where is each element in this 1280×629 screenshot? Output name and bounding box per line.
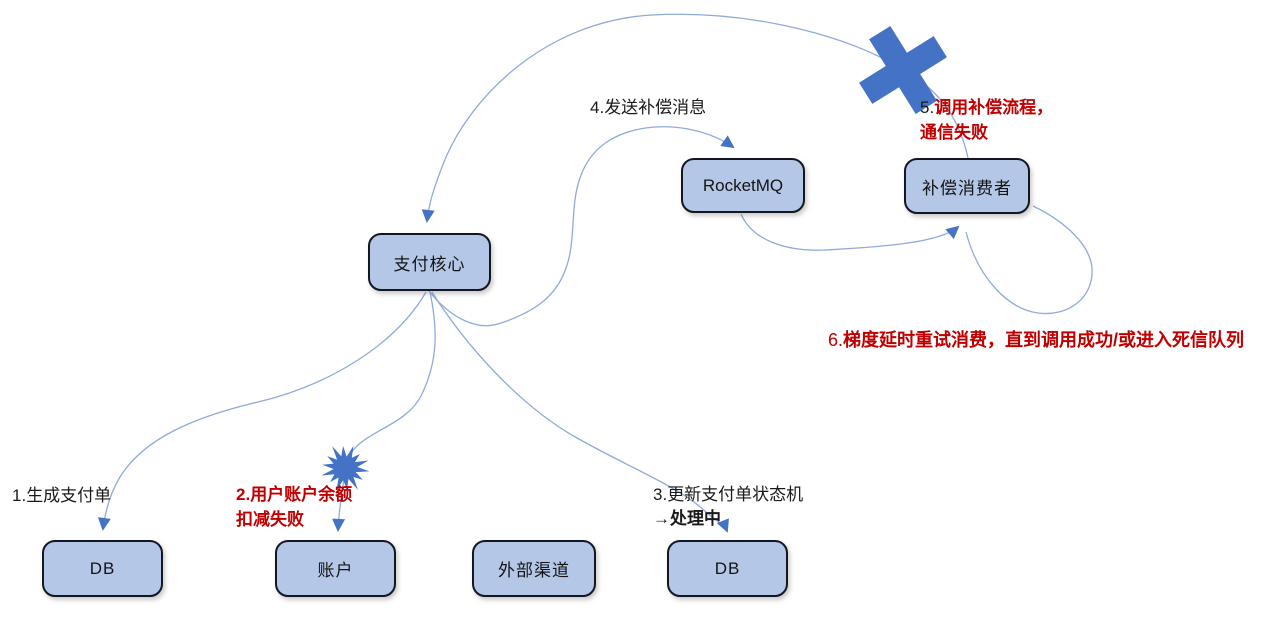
deduction-failure-burst-icon bbox=[321, 445, 370, 491]
node-account-label: 账户 bbox=[317, 561, 354, 580]
node-db-right-label: DB bbox=[714, 558, 741, 578]
node-account: 账户 bbox=[275, 540, 396, 597]
node-compensation-consumer: 补偿消费者 bbox=[904, 158, 1030, 214]
step4-text: 发送补偿消息 bbox=[604, 98, 707, 117]
node-external-channel-label: 外部渠道 bbox=[498, 561, 570, 580]
step5-text-line1: 调用补偿流程， bbox=[934, 98, 1054, 117]
step6-label: 6.梯度延时重试消费，直到调用成功/或进入死信队列 bbox=[828, 328, 1244, 353]
connector-core-to-rocketmq bbox=[428, 126, 735, 327]
node-db-left: DB bbox=[42, 540, 163, 597]
step3-text-line1: 更新支付单状态机 bbox=[667, 485, 804, 504]
connector-retry-loop bbox=[965, 205, 1093, 315]
step2-prefix: 2. bbox=[236, 485, 251, 504]
connector-core-to-db-right bbox=[431, 291, 729, 533]
step3-label: 3.更新支付单状态机 →处理中 bbox=[653, 483, 803, 531]
step2-label: 2.用户账户余额 扣减失败 bbox=[236, 482, 352, 532]
node-rocketmq: RocketMQ bbox=[681, 158, 805, 213]
step1-prefix: 1. bbox=[12, 486, 27, 505]
node-payment-core-label: 支付核心 bbox=[393, 254, 466, 274]
connector-core-to-account bbox=[332, 291, 436, 532]
connector-rocketmq-to-consumer bbox=[740, 213, 960, 251]
step3-text-line2: →处理中 bbox=[653, 509, 721, 528]
node-external-channel: 外部渠道 bbox=[472, 540, 596, 597]
step2-text-line1: 用户账户余额 bbox=[250, 485, 353, 504]
node-db-left-label: DB bbox=[89, 558, 116, 578]
step4-prefix: 4. bbox=[590, 98, 605, 117]
node-rocketmq-label: RocketMQ bbox=[702, 175, 784, 195]
failure-cross-icon bbox=[859, 26, 947, 114]
node-db-right: DB bbox=[667, 540, 788, 597]
step5-label: 5.调用补偿流程， 通信失败 bbox=[920, 95, 1053, 145]
step6-text: 梯度延时重试消费，直到调用成功/或进入死信队列 bbox=[843, 330, 1245, 350]
step2-text-line2: 扣减失败 bbox=[236, 510, 304, 529]
step4-label: 4.发送补偿消息 bbox=[590, 95, 706, 120]
connector-core-to-db-left bbox=[97, 291, 427, 531]
step1-text: 生成支付单 bbox=[26, 486, 112, 505]
node-compensation-consumer-label: 补偿消费者 bbox=[922, 178, 1012, 198]
step5-prefix: 5. bbox=[920, 98, 935, 117]
step3-prefix: 3. bbox=[653, 485, 668, 504]
step5-text-line2: 通信失败 bbox=[920, 123, 988, 142]
node-payment-core: 支付核心 bbox=[368, 233, 491, 291]
step1-label: 1.生成支付单 bbox=[12, 483, 111, 508]
step6-prefix: 6. bbox=[828, 330, 844, 350]
